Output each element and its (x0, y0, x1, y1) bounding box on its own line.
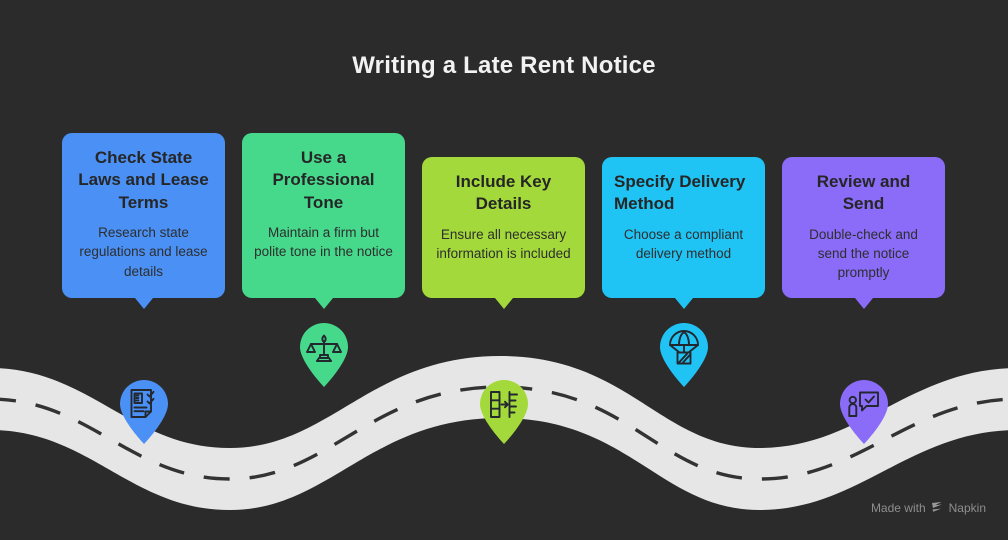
parachute-delivery-icon (669, 330, 699, 365)
card-tail (854, 298, 873, 309)
step-card-description: Maintain a firm but polite tone in the n… (254, 225, 393, 260)
watermark-prefix: Made with (870, 501, 926, 515)
pin-shape (480, 380, 528, 444)
step-card-title: Use a Professional Tone (272, 148, 375, 212)
step-card-description: Ensure all necessary information is incl… (436, 226, 571, 262)
step-card-description: Research state regulations and lease det… (79, 225, 208, 279)
map-pin-step-4[interactable] (658, 322, 710, 388)
step-card-1[interactable]: Check State Laws and Lease Terms Researc… (62, 133, 225, 309)
card-tail (494, 298, 513, 309)
map-pin-step-2[interactable] (298, 322, 350, 388)
data-transfer-list-icon (490, 391, 518, 418)
watermark: Made with Napkin (871, 500, 986, 516)
road-path (0, 330, 1008, 515)
pin-shape (840, 380, 888, 444)
step-card-4[interactable]: Specify Delivery Method Choose a complia… (602, 157, 765, 309)
step-card-3[interactable]: Include Key Details Ensure all necessary… (422, 157, 585, 309)
scales-of-justice-icon (306, 334, 342, 362)
step-card-title: Specify Delivery Method (614, 172, 746, 214)
page-title: Writing a Late Rent Notice (352, 52, 656, 79)
napkin-logo-icon (931, 500, 944, 516)
step-card-5[interactable]: Review and Send Double-check and send th… (782, 157, 945, 309)
step-card-title: Review and Send (816, 172, 911, 214)
card-tail (134, 298, 153, 309)
step-card-title: Include Key Details (455, 172, 552, 214)
document-checklist-icon (130, 389, 155, 418)
card-tail (674, 298, 693, 309)
watermark-brand: Napkin (948, 501, 986, 515)
map-pin-step-1[interactable] (118, 379, 170, 445)
step-card-2[interactable]: Use a Professional Tone Maintain a firm … (242, 133, 405, 309)
step-card-description: Double-check and send the notice promptl… (809, 226, 918, 281)
map-pin-step-5[interactable] (838, 379, 890, 445)
card-tail (314, 298, 333, 309)
map-pin-step-3[interactable] (478, 379, 530, 445)
road-surface (0, 356, 1008, 510)
step-card-description: Choose a compliant delivery method (623, 226, 744, 262)
step-card-title: Check State Laws and Lease Terms (78, 148, 209, 212)
person-approval-icon (848, 391, 879, 417)
